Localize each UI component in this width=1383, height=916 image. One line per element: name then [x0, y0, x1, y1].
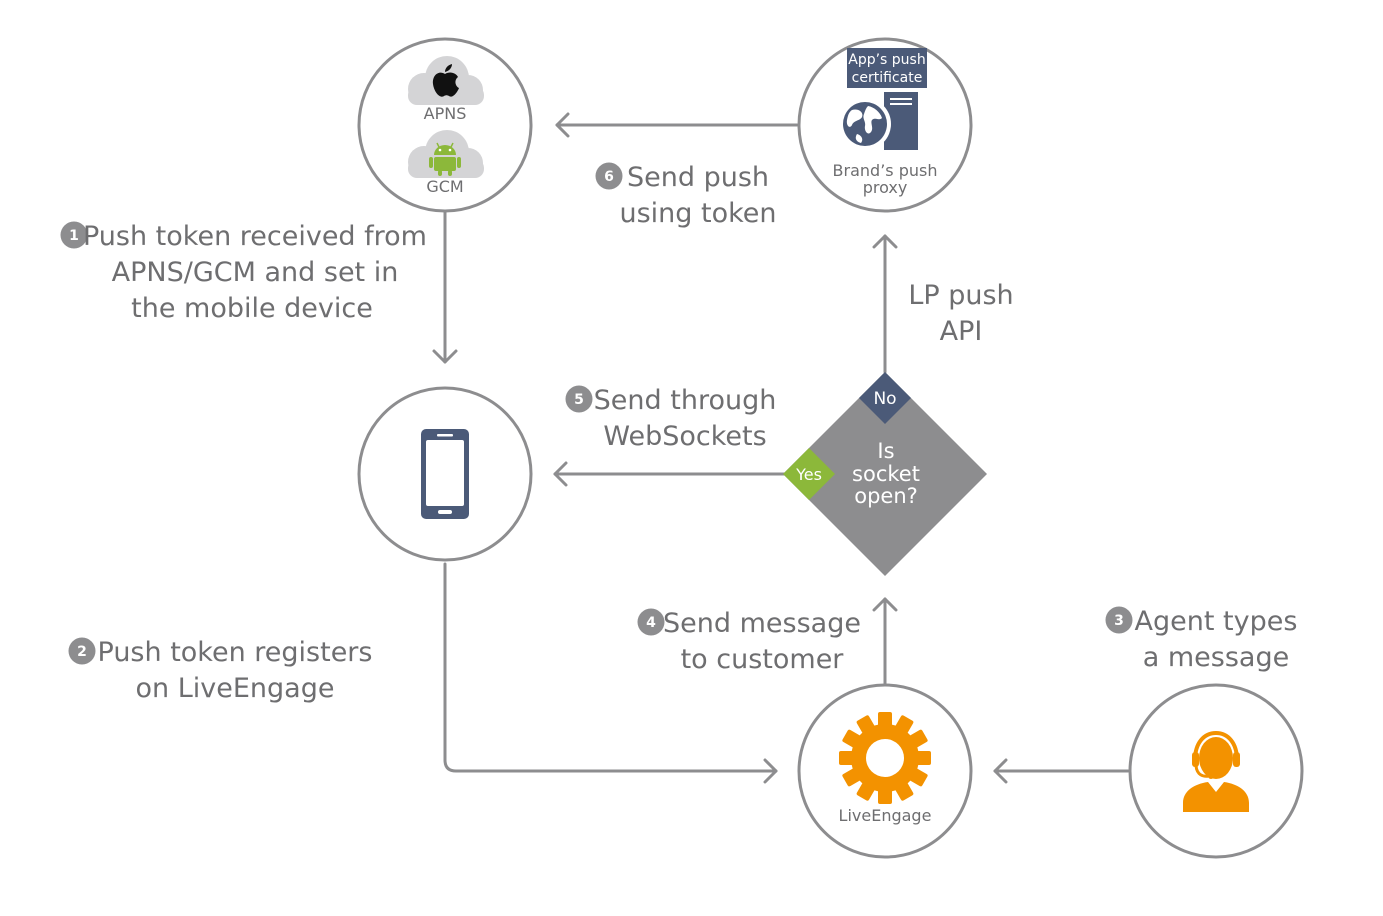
- step-4-text-line1: Send message: [663, 608, 861, 639]
- arrowhead-mobile-to-liveengage: [763, 758, 778, 784]
- no-label: No: [873, 389, 896, 409]
- step-4-number: 4: [646, 615, 656, 631]
- certificate-label-line1: App’s push: [848, 52, 925, 68]
- step-2-text-line1: Push token registers: [98, 637, 373, 668]
- yes-badge: [783, 448, 835, 500]
- step-6-number: 6: [604, 169, 614, 185]
- step-4-badge: [637, 608, 665, 636]
- step-1-number: 1: [69, 228, 79, 244]
- agent-headset-icon: [1183, 730, 1249, 812]
- step-4-text-line2: to customer: [681, 644, 845, 675]
- liveengage-gear-icon: [839, 712, 931, 804]
- step-2-badge: [68, 637, 96, 665]
- apple-icon: [432, 64, 459, 97]
- step-4: 4 Send message to customer: [637, 608, 861, 675]
- arrowhead-apns-to-mobile: [432, 349, 458, 364]
- arrowhead-decision-to-proxy: [872, 234, 898, 249]
- step-5-number: 5: [574, 392, 584, 408]
- step-2-text-line2: on LiveEngage: [136, 673, 335, 704]
- arrow-mobile-to-liveengage: [443, 562, 778, 773]
- step-1-text-line1: Push token received from: [83, 221, 427, 252]
- step-6-text-line2: using token: [619, 198, 776, 229]
- decision-label-line3: open?: [854, 484, 918, 508]
- api-label-line2: API: [940, 316, 983, 347]
- globe-icon: [839, 98, 891, 150]
- arrowhead-decision-to-mobile: [553, 461, 568, 487]
- arrowhead-proxy-to-apns: [555, 112, 570, 138]
- arrowhead-agent-to-liveengage: [993, 758, 1008, 784]
- apns-gcm-node: [357, 37, 533, 213]
- step-2: 2 Push token registers on LiveEngage: [68, 637, 373, 704]
- step-5-text-line1: Send through: [594, 385, 777, 416]
- liveengage-label: LiveEngage: [839, 806, 932, 825]
- mobile-phone-icon: [421, 429, 469, 519]
- certificate-badge: [847, 48, 927, 88]
- apns-label: APNS: [424, 104, 467, 123]
- step-1-badge: [60, 221, 88, 249]
- apns-cloud-icon: [408, 56, 484, 105]
- decision-label-line1: Is: [877, 439, 894, 463]
- step-3-text-line2: a message: [1143, 642, 1289, 673]
- step-3-text-line1: Agent types: [1135, 606, 1298, 637]
- step-3-number: 3: [1114, 613, 1124, 629]
- step-1-text-line2: APNS/GCM and set in: [112, 257, 399, 288]
- step-3-badge: [1105, 606, 1133, 634]
- decision-diamond: [783, 372, 987, 576]
- api-label-line1: LP push: [908, 280, 1013, 311]
- step-6-badge: [595, 162, 623, 190]
- no-badge: [859, 372, 911, 424]
- gcm-label: GCM: [426, 177, 463, 196]
- proxy-label-line2: proxy: [863, 178, 908, 197]
- decision-label-line2: socket: [852, 462, 920, 486]
- step-5-badge: [565, 385, 593, 413]
- certificate-label-line2: certificate: [852, 70, 923, 86]
- arrowhead-liveengage-to-decision: [872, 597, 898, 612]
- step-6-text-line1: Send push: [627, 162, 769, 193]
- step-1-text-line3: the mobile device: [131, 293, 373, 324]
- yes-label: Yes: [795, 465, 822, 484]
- step-2-number: 2: [77, 644, 87, 660]
- proxy-label-line1: Brand’s push: [833, 161, 938, 180]
- step-5: 5 Send through WebSockets: [565, 385, 777, 452]
- step-3: 3 Agent types a message: [1105, 606, 1298, 673]
- step-6: 6 Send push using token: [595, 162, 777, 229]
- step-1: 1 Push token received from APNS/GCM and …: [60, 221, 427, 324]
- gcm-cloud-icon: [408, 130, 484, 178]
- android-icon: [429, 142, 461, 176]
- step-5-text-line2: WebSockets: [603, 421, 766, 452]
